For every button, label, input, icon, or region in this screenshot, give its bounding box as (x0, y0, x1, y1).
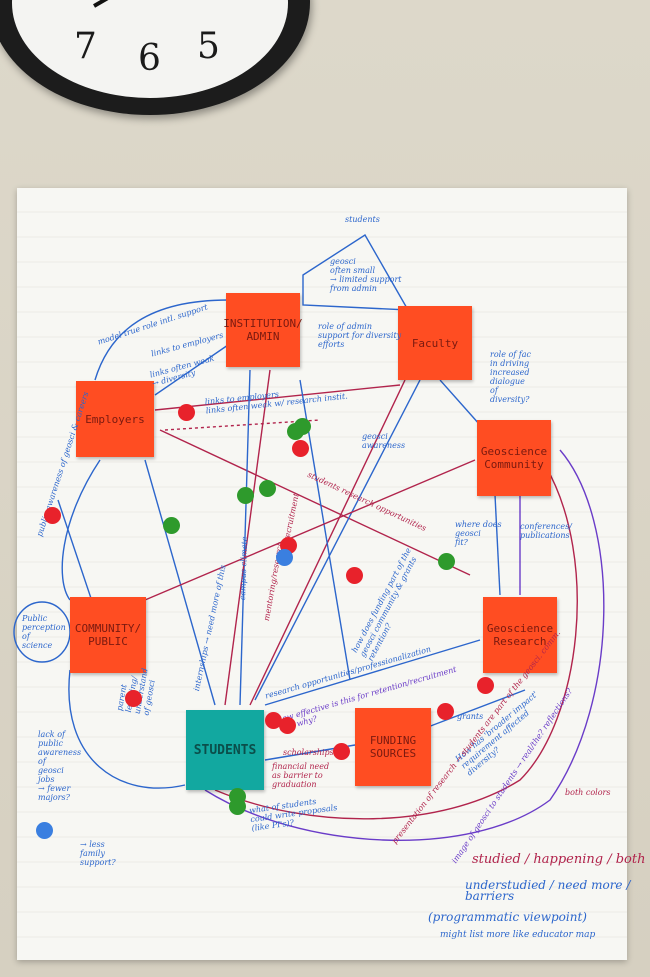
sticker-dot-red (265, 712, 282, 729)
note-geosci-research: Geoscience Research (483, 597, 557, 673)
clock-numeral-7: 7 (74, 26, 97, 67)
wall-clock: 7 6 5 (0, 0, 310, 115)
line-employers-students (144, 459, 216, 706)
line-admin-employers (94, 299, 229, 381)
line-employers-public (61, 459, 101, 601)
line-geosci-research (494, 494, 501, 596)
annotation-both-colors: both colors (565, 788, 611, 797)
annotation-public-perception: Public perception of science (22, 614, 66, 650)
annotation-geosci-awareness: geosci awareness (362, 432, 406, 450)
note-community-public: COMMUNITY/ PUBLIC (70, 597, 146, 673)
line-research-students (264, 639, 481, 706)
clock-numeral-5: 5 (197, 26, 220, 67)
sticker-dot-green (163, 517, 180, 534)
sticker-dot-red (178, 404, 195, 421)
annotation-conferences: conferences/ publications (520, 522, 572, 540)
line-employers-faculty (154, 384, 401, 411)
line-admin-students (239, 369, 251, 706)
sticker-dot-blue (36, 822, 53, 839)
sticker-dot-red (477, 677, 494, 694)
line-geosci-students-outer (204, 449, 605, 841)
legend-might-list: might list more like educator map (440, 930, 596, 940)
line-public-geosci (144, 459, 476, 601)
note-students: STUDENTS (186, 710, 264, 790)
clock-numeral-6: 6 (138, 38, 161, 79)
annotation-role-fac: role of fac in driving increased dialogu… (490, 350, 532, 404)
sticker-dot-red (279, 717, 296, 734)
sticker-dot-red (292, 440, 309, 457)
legend-programmatic: (programmatic viewpoint) (428, 910, 587, 924)
line-employers-research (159, 429, 471, 576)
line-geosci-students-inner (214, 464, 578, 820)
note-geosci-community: Geoscience Community (477, 420, 551, 496)
note-employers: Employers (76, 381, 154, 457)
sticker-dot-blue (276, 549, 293, 566)
legend-understudied: understudied / need more / barriers (465, 878, 631, 903)
sticker-dot-red (333, 743, 350, 760)
annotation-role-admin: role of admin support for diversity effo… (318, 322, 402, 349)
sticker-dot-green (438, 553, 455, 570)
line-admin-students-2 (224, 369, 271, 706)
line-public-students (68, 669, 186, 789)
sticker-dot-green (237, 487, 254, 504)
annotation-where-geosci: where does geosci fit? (455, 520, 502, 547)
annotation-geosci-small: geosci often small → limited support fro… (330, 257, 402, 293)
sticker-dot-green (229, 798, 246, 815)
line-faculty-geosci (439, 379, 481, 426)
zigzag-employers (164, 419, 321, 431)
line-research-funding (419, 689, 526, 731)
legend-studied: studied / happening / both (472, 852, 646, 867)
annotation-scholarships: scholarships (283, 748, 334, 757)
line-employers-admin (154, 344, 229, 396)
annotation-financial-need: financial need as barrier to graduation (272, 762, 330, 789)
note-funding-sources: FUNDING SOURCES (355, 708, 431, 786)
line-faculty-students-2 (254, 379, 421, 701)
flip-chart-paper (17, 188, 627, 960)
annotation-less-family: → less family support? (80, 840, 116, 867)
note-institution-admin: INSTITUTION/ ADMIN (223, 293, 303, 367)
sticker-dot-green (259, 480, 276, 497)
annotation-students-top: students (345, 215, 380, 224)
sticker-dot-green (294, 418, 311, 435)
sticker-dot-red (437, 703, 454, 720)
annotation-lack-public: lack of public awareness of geosci jobs … (38, 730, 82, 802)
note-faculty: Faculty (398, 306, 472, 380)
sticker-dot-red (125, 690, 142, 707)
sticker-dot-red (44, 507, 61, 524)
annotation-grants: grants (457, 712, 484, 721)
sticker-dot-red (346, 567, 363, 584)
